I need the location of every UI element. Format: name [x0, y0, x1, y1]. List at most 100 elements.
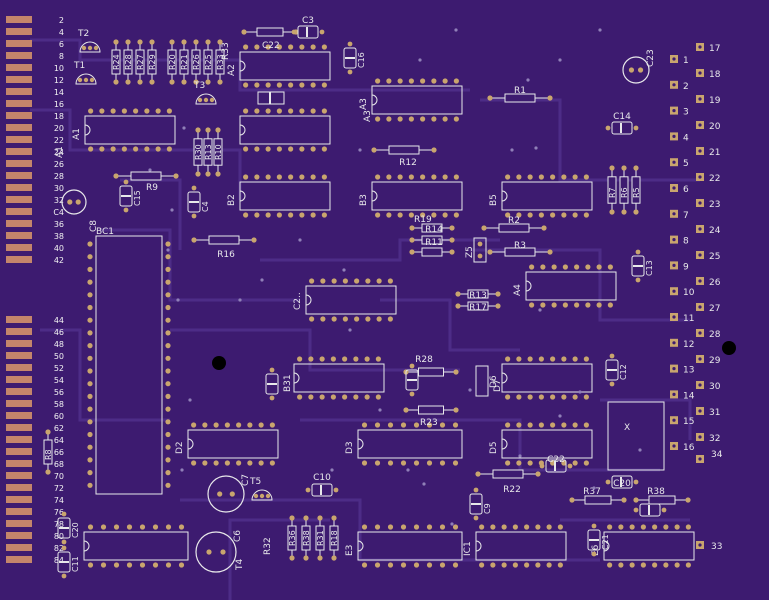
chip-e6-pin-bot-1	[618, 562, 624, 568]
resistor-bank1-0-label: R24	[112, 54, 121, 70]
chip-b2-pin-top-0	[243, 174, 249, 180]
edge-label-top-13: 28	[54, 172, 64, 181]
chip-b31-pin-bot-2	[319, 394, 325, 400]
resistor-bank5-2-pad1	[317, 515, 323, 521]
resistor-bank3-2	[213, 138, 223, 166]
header-label-b-9: 26	[709, 278, 721, 288]
chip-a2b	[239, 115, 331, 145]
chip-a2-pin-top-6	[310, 44, 316, 50]
resistor-bank2-0-pad2	[169, 79, 175, 85]
edge-finger-top-1	[6, 28, 32, 35]
chip-e3-pin-top-4	[413, 524, 420, 530]
resistor-r28-label: R28	[415, 355, 433, 365]
resistor-bank3-1	[203, 138, 213, 166]
resistor-r37	[584, 495, 612, 505]
chip-a2-pin-bot-6	[310, 82, 316, 88]
resistor-r22-pad1	[475, 471, 481, 477]
chip-e6-pin-bot-3	[640, 562, 646, 568]
resistor-r1	[504, 93, 536, 103]
edge-label-bottom-8: 60	[54, 412, 64, 421]
chip-c2-pin-top-3	[342, 278, 348, 284]
chip-bc1-pin-l-7	[87, 330, 93, 336]
edge-finger-top-17	[6, 220, 32, 227]
chip-b2-pin-bot-0	[243, 212, 249, 218]
header-label-a-14: 15	[683, 417, 694, 427]
chip-e1-notch	[83, 540, 90, 552]
cap-c15-pad2	[123, 207, 129, 213]
chip-ic1	[475, 531, 567, 561]
edge-finger-top-9	[6, 124, 32, 131]
edge-finger-bottom-16	[6, 508, 32, 515]
chip-a2b-pin-bot-3	[276, 146, 282, 152]
chip-d5-pin-bot-5	[561, 460, 567, 466]
chip-a4-label: A4	[513, 284, 523, 296]
cap-c22	[545, 459, 567, 473]
header-pad-a-11-hole	[672, 341, 676, 345]
cap-c4-label: C4	[201, 201, 210, 212]
edge-label-bottom-20: 84	[54, 556, 64, 565]
resistor-bank5-1-pad1	[303, 515, 309, 521]
chip-d5-pin-top-2	[527, 422, 533, 428]
chip-bc1	[95, 235, 163, 495]
chip-bc1-pin-r-7	[165, 330, 171, 336]
cap-c3	[297, 25, 319, 39]
chip-e6-pin-bot-2	[629, 562, 635, 568]
via-24	[330, 468, 334, 472]
chip-b5-pin-top-7	[583, 174, 589, 180]
via-12	[518, 454, 522, 458]
chip-bc1-pin-r-13	[165, 406, 171, 412]
resistor-bank5-3-pad2	[331, 555, 337, 561]
edge-finger-top-18	[6, 232, 32, 239]
chip-d2-pin-bot-3	[224, 460, 230, 466]
header-label-b-12: 29	[709, 356, 721, 366]
chip-c2-pin-top-1	[320, 278, 326, 284]
chip-b3-pin-bot-4	[420, 212, 426, 218]
edge-finger-bottom-5	[6, 376, 32, 383]
edge-label-bottom-16: 76	[54, 508, 64, 517]
chip-b2-pin-bot-5	[299, 212, 305, 218]
edge-label-bottom-7: 58	[54, 400, 64, 409]
resistor-r9-pad1	[113, 173, 119, 179]
chip-c2-pin-top-4	[354, 278, 360, 284]
resistor-bank1-2-pad1	[137, 39, 143, 45]
chip-a2-pin-bot-0	[243, 82, 249, 88]
transistor-t1-pin-1	[83, 77, 89, 83]
header-label-b-6: 23	[709, 200, 720, 210]
cap-c22-pad2	[567, 463, 573, 469]
chip-d5-label: D5	[489, 441, 499, 454]
cap-c12-label: C12	[619, 364, 628, 380]
chip-e3-pin-bot-0	[361, 562, 368, 568]
chip-c2-notch	[305, 294, 312, 306]
edge-finger-bottom-15	[6, 496, 32, 503]
chip-b31-pin-top-6	[364, 356, 370, 362]
chip-b3-pin-bot-7	[453, 212, 459, 218]
chip-b2-pin-top-4	[288, 174, 294, 180]
chip-ic1-pin-bot-6	[546, 562, 552, 568]
transistor-t3-pin-1	[203, 97, 209, 103]
chip-bc1-pin-r-1	[165, 254, 171, 260]
transistor-t5-label: T5	[249, 477, 261, 487]
chip-c2-pin-top-5	[365, 278, 371, 284]
via-21	[598, 28, 602, 32]
resistor-r8-label: R8	[44, 449, 53, 460]
cap-c3-pad2	[319, 29, 325, 35]
chip-b5-pin-top-0	[505, 174, 511, 180]
resistor-bank1-2-label: R27	[136, 54, 145, 70]
chip-d3-pin-top-2	[387, 422, 394, 428]
chip-c2-pin-bot-2	[331, 316, 337, 322]
resistor-r11-label: R11	[425, 238, 443, 248]
chip-ic1-pin-top-5	[535, 524, 541, 530]
via-28	[188, 398, 192, 402]
cap-c27	[405, 369, 419, 391]
chip-e3-pin-bot-5	[426, 562, 433, 568]
header-pad-a-13-hole	[672, 392, 676, 396]
chip-e3-notch	[357, 540, 364, 552]
resistor-r14-pad2	[449, 225, 455, 231]
header-label-b-8: 25	[709, 252, 720, 262]
resistor-bank4-2-label: R5	[632, 187, 641, 198]
chip-bc1-pin-l-10	[87, 368, 93, 374]
cap-c21-label: C21	[601, 534, 610, 550]
resistor-bank4-2-pad2	[633, 209, 639, 215]
resistor-r2-pad1	[481, 225, 487, 231]
resistor-bank1-0-pad2	[113, 79, 119, 85]
